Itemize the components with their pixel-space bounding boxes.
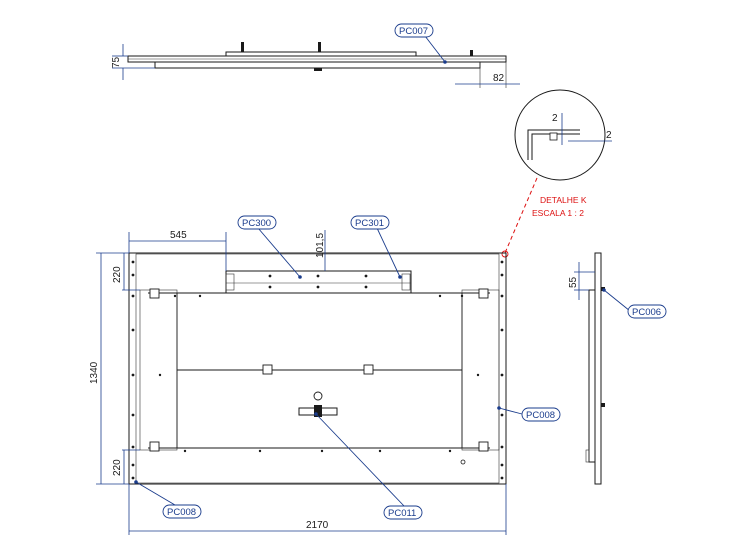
side-panel: [594, 252, 602, 485]
dim-detail-v: 2: [552, 113, 558, 124]
tag-pc006: PC006: [632, 307, 661, 318]
clip-square: [149, 288, 160, 299]
top-view-frame: [154, 61, 481, 69]
dim-82: 82: [493, 73, 505, 84]
dim-55: 55: [568, 276, 579, 288]
dim-detail-h: 2: [606, 130, 612, 141]
front-tags: PC300 PC301 PC008 PC008 PC011: [134, 215, 561, 520]
tag-pc007-bubble: [394, 23, 434, 38]
front-dimensions: 545 101,5 220 1340 220 2170: [89, 230, 507, 535]
tag-pc008-left: PC008: [167, 507, 196, 518]
dim-220-top: 220: [112, 266, 123, 283]
detail-k: 2 2 DETALHE K ESCALA 1 : 2: [501, 89, 612, 258]
dim-1340: 1340: [89, 361, 100, 384]
dim-2170: 2170: [306, 520, 329, 531]
front-panel-outline: [128, 252, 507, 485]
tag-pc300: PC300: [242, 218, 271, 229]
top-view-bolt: [470, 50, 473, 56]
detail-k-circle: [514, 89, 606, 181]
clip-square: [478, 441, 489, 452]
side-view: 55 PC006: [568, 252, 667, 485]
tag-pc007: PC007: [399, 26, 428, 37]
detail-k-edge: [527, 129, 580, 160]
clip-square: [363, 364, 374, 375]
tag-pc011: PC011: [388, 508, 416, 519]
dim-545: 545: [170, 230, 187, 241]
top-view-bolt: [241, 42, 244, 52]
detail-title: DETALHE K: [540, 195, 587, 205]
dim-75: 75: [111, 56, 122, 68]
tag-pc008-right: PC008: [526, 410, 555, 421]
top-view-bracket: [225, 51, 417, 57]
front-view: [128, 252, 507, 485]
clip-square: [262, 364, 273, 375]
dim-220-bot: 220: [112, 459, 123, 476]
mount-bracket: [225, 270, 412, 294]
side-frame: [588, 289, 596, 463]
detail-k-edge-inner: [531, 133, 580, 160]
detail-scale: ESCALA 1 : 2: [532, 208, 584, 218]
clip-square: [478, 288, 489, 299]
tag-pc301: PC301: [355, 218, 384, 229]
dim-101-5: 101,5: [315, 233, 326, 258]
mounting-holes: [131, 260, 504, 480]
top-view: 75 82 PC007: [111, 23, 520, 88]
clip-square: [149, 441, 160, 452]
top-view-bolt: [318, 42, 321, 52]
